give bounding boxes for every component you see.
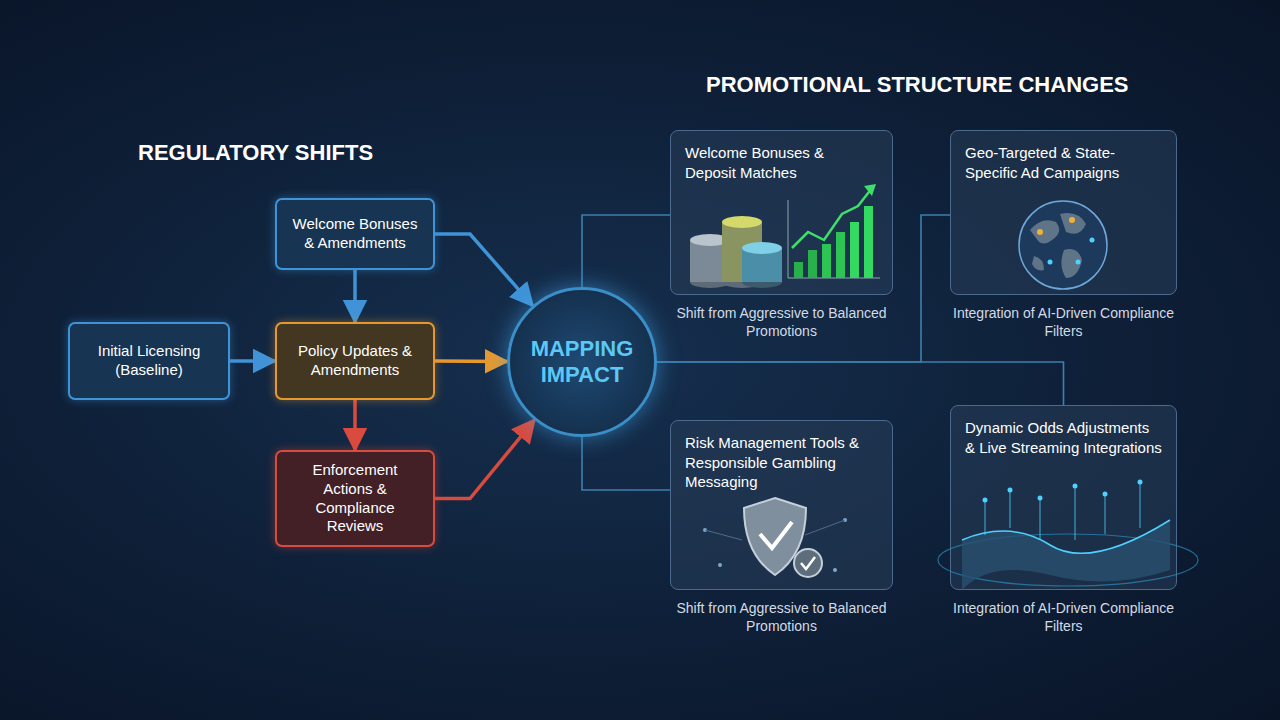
text-wrap: MAPPING IMPACT <box>520 336 644 389</box>
node-title: Enforcement Actions & Compliance Reviews <box>287 461 423 536</box>
section-heading: PROMOTIONAL STRUCTURE CHANGES <box>706 72 1129 98</box>
connector <box>435 359 507 363</box>
node-title: Policy Updates & Amendments <box>287 342 423 380</box>
process-box: Policy Updates & Amendments <box>275 322 435 400</box>
node-title: MAPPING IMPACT <box>520 336 644 389</box>
node-caption: Integration of AI-Driven Compliance Filt… <box>951 599 1176 635</box>
text-wrap: Policy Updates & Amendments <box>287 342 423 380</box>
globe-icon <box>1019 201 1107 289</box>
node-title: Dynamic Odds Adjustments & Live Streamin… <box>965 418 1162 457</box>
growth-bar-chart <box>788 184 880 278</box>
chip-stacks <box>690 216 782 288</box>
node-caption: Shift from Aggressive to Balanced Promot… <box>671 599 892 635</box>
text-wrap: Enforcement Actions & Compliance Reviews <box>287 461 423 536</box>
node-title: Welcome Bonuses & Deposit Matches <box>685 143 878 182</box>
connector <box>582 437 670 490</box>
connector <box>353 270 357 322</box>
connector <box>657 362 1064 405</box>
text-wrap: Welcome Bonuses & Amendments <box>287 215 423 253</box>
connector <box>353 400 357 450</box>
node-title: Initial Licensing (Baseline) <box>80 342 218 380</box>
node-title: Risk Management Tools & Responsible Gamb… <box>685 433 878 492</box>
section-heading: REGULATORY SHIFTS <box>138 140 373 166</box>
node-caption: Integration of AI-Driven Compliance Filt… <box>951 304 1176 340</box>
connector <box>435 234 533 306</box>
connector <box>230 359 275 363</box>
odds-wave <box>938 480 1198 591</box>
connector <box>435 420 534 499</box>
process-box: Welcome Bonuses & Amendments <box>275 198 435 270</box>
node-title: Geo-Targeted & State-Specific Ad Campaig… <box>965 143 1162 182</box>
process-box: Initial Licensing (Baseline) <box>68 322 230 400</box>
text-wrap: Initial Licensing (Baseline) <box>80 342 218 380</box>
hub-circle: MAPPING IMPACT <box>507 287 657 437</box>
node-caption: Shift from Aggressive to Balanced Promot… <box>671 304 892 340</box>
connector <box>582 215 670 287</box>
shield-icon <box>703 498 847 577</box>
node-title: Welcome Bonuses & Amendments <box>287 215 423 253</box>
process-box: Enforcement Actions & Compliance Reviews <box>275 450 435 547</box>
